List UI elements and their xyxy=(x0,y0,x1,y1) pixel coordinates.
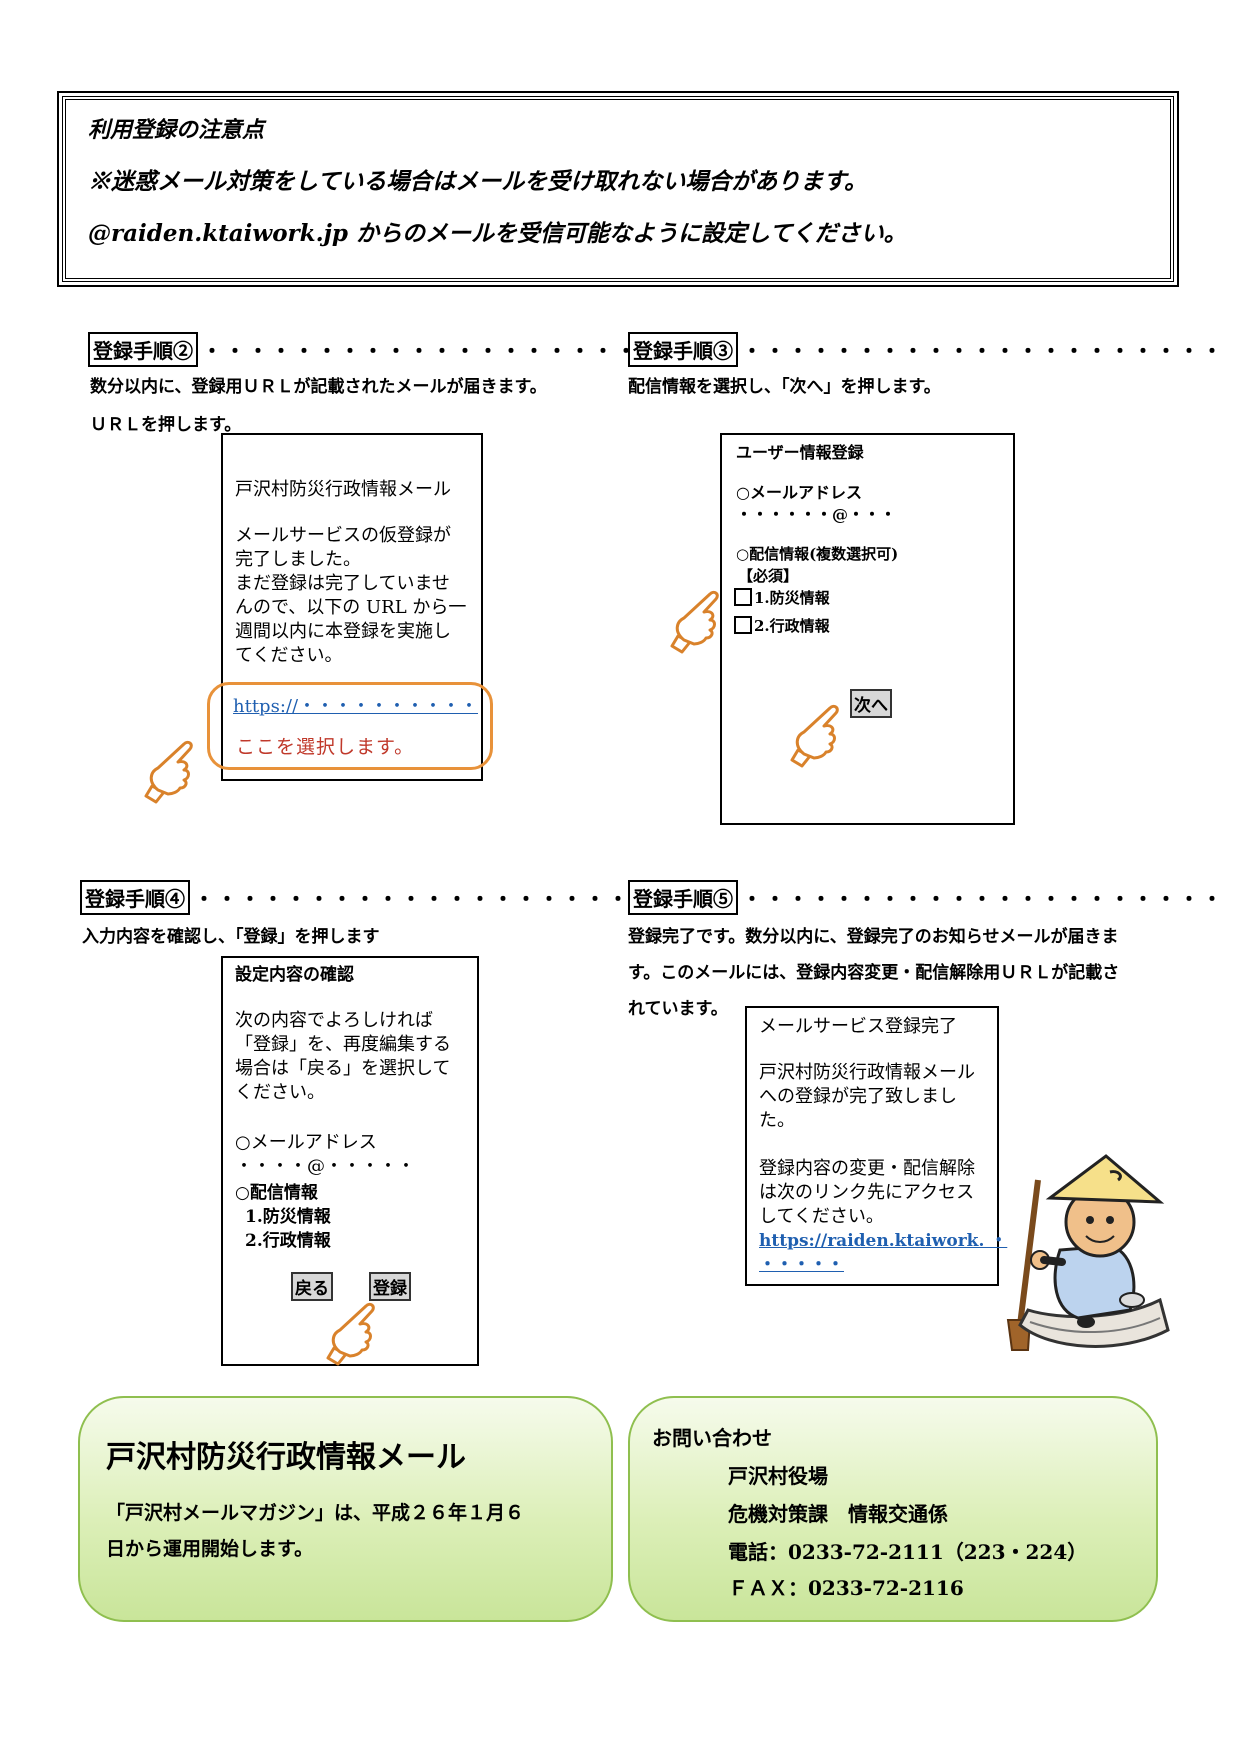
step2-phone-line: まだ登録は完了していませ xyxy=(235,573,450,594)
step2-phone-title: 戸沢村防災行政情報メール xyxy=(235,479,451,500)
step2-label: 登録手順② xyxy=(88,332,198,367)
option-admin[interactable]: 2.行政情報 xyxy=(734,615,830,636)
step4-phone-title: 設定内容の確認 xyxy=(235,965,354,985)
step4-phone-line: ください。 xyxy=(235,1082,325,1103)
step3-desc: 配信情報を選択し、「次へ」を押します。 xyxy=(628,377,941,397)
next-button[interactable]: 次へ xyxy=(850,689,892,718)
step5-link-1[interactable]: https://raiden.ktaiwork. ・ xyxy=(759,1231,1008,1251)
step3-required: 【必須】 xyxy=(738,567,799,585)
next-button-wrap: 次へ xyxy=(850,689,892,718)
pointing-hand-icon xyxy=(326,1302,375,1366)
step5-phone-line: への登録が完了致しまし xyxy=(759,1086,957,1107)
back-button[interactable]: 戻る xyxy=(291,1272,333,1301)
step4-email-label: ○メールアドレス xyxy=(235,1132,377,1153)
step4-item: 2.行政情報 xyxy=(245,1231,331,1251)
contact-tel: 電話：0233-72-2111（223・224） xyxy=(728,1540,1088,1564)
panel-left-line-1: 「戸沢村メールマガジン」は、平成２６年１月６ xyxy=(106,1502,525,1524)
step5-heading: 登録手順⑤・・・・・・・・・・・・・・・・・・・・・ xyxy=(628,880,1225,915)
step4-phone-line: 「登録」を、再度編集する xyxy=(235,1034,451,1055)
option-disaster[interactable]: 1.防災情報 xyxy=(734,587,830,608)
step2-callout-text: ここを選択します。 xyxy=(236,736,415,758)
step5-phone-line: は次のリンク先にアクセス xyxy=(759,1182,975,1203)
step5-phone-line: 登録内容の変更・配信解除 xyxy=(759,1158,975,1179)
pointing-hand-icon xyxy=(790,704,839,768)
step4-item: 1.防災情報 xyxy=(245,1207,331,1227)
checkbox-admin[interactable] xyxy=(734,616,752,634)
checkbox-disaster[interactable] xyxy=(734,588,752,606)
url-callout xyxy=(207,682,493,770)
step3-phone: ユーザー情報登録 ○メールアドレス ・・・・・・@・・・ ○配信情報(複数選択可… xyxy=(720,433,1015,825)
pointing-hand-icon xyxy=(670,590,719,654)
info-panel-left: 戸沢村防災行政情報メール 「戸沢村メールマガジン」は、平成２６年１月６ 日から運… xyxy=(78,1396,613,1622)
step2-phone-line: 週間以内に本登録を実施し xyxy=(235,621,451,642)
step5-label: 登録手順⑤ xyxy=(628,880,738,915)
step3-heading: 登録手順③・・・・・・・・・・・・・・・・・・・・・ xyxy=(628,332,1225,367)
step5-phone-line: た。 xyxy=(759,1110,795,1131)
step4-delivery-label: ○配信情報 xyxy=(235,1183,318,1203)
notice-line-2: @raiden.ktaiwork.jp からのメールを受信可能なように設定してく… xyxy=(88,220,907,247)
step4-phone-line: 場合は「戻る」を選択して xyxy=(235,1058,451,1079)
step4-heading: 登録手順④・・・・・・・・・・・・・・・・・・・・・・・ xyxy=(80,880,723,915)
notice-title: 利用登録の注意点 xyxy=(88,117,265,143)
panel-left-line-2: 日から運用開始します。 xyxy=(106,1538,314,1560)
info-panel-right: お問い合わせ 戸沢村役場 危機対策課 情報交通係 電話：0233-72-2111… xyxy=(628,1396,1158,1622)
step5-desc-1: 登録完了です。数分以内に、登録完了のお知らせメールが届きま xyxy=(628,927,1119,947)
step4-phone: 設定内容の確認 次の内容でよろしければ 「登録」を、再度編集する 場合は「戻る」… xyxy=(221,956,479,1366)
step5-desc-2: す。このメールには、登録内容変更・配信解除用ＵＲＬが記載さ xyxy=(628,963,1120,983)
option-disaster-label: 1.防災情報 xyxy=(754,589,830,607)
step4-desc: 入力内容を確認し、「登録」を押します xyxy=(82,927,380,947)
step2-url-link[interactable]: https://・・・・・・・・・・ xyxy=(233,696,479,717)
step4-phone-line: 次の内容でよろしければ xyxy=(235,1010,433,1031)
step3-delivery-label: ○配信情報(複数選択可) xyxy=(736,545,899,563)
pointing-hand-icon xyxy=(144,740,193,804)
notice-line-1: ※迷惑メール対策をしている場合はメールを受け取れない場合があります。 xyxy=(88,168,868,195)
step5-phone-line: してください。 xyxy=(759,1206,884,1227)
panel-left-title: 戸沢村防災行政情報メール xyxy=(106,1440,466,1475)
step5-phone-line: 戸沢村防災行政情報メール xyxy=(759,1062,975,1083)
step5-phone-title: メールサービス登録完了 xyxy=(759,1016,957,1037)
boatman-mascot-illustration xyxy=(1006,1154,1170,1351)
register-button-wrap: 登録 xyxy=(369,1272,411,1301)
step5-phone: メールサービス登録完了 戸沢村防災行政情報メール への登録が完了致しまし た。 … xyxy=(745,1006,1007,1286)
contact-org: 戸沢村役場 xyxy=(728,1464,828,1488)
step4-email-value: ・・・・@・・・・・ xyxy=(235,1156,415,1177)
step2-desc-2: ＵＲＬを押します。 xyxy=(90,415,242,435)
register-button[interactable]: 登録 xyxy=(369,1272,411,1301)
notice-box: 利用登録の注意点 ※迷惑メール対策をしている場合はメールを受け取れない場合があり… xyxy=(57,91,1179,287)
step4-label: 登録手順④ xyxy=(80,880,190,915)
step2-phone-line: 完了しました。 xyxy=(235,549,361,570)
step2-desc-1: 数分以内に、登録用ＵＲＬが記載されたメールが届きます。 xyxy=(90,377,547,397)
option-admin-label: 2.行政情報 xyxy=(754,617,830,635)
step2-phone-line: メールサービスの仮登録が xyxy=(235,525,451,546)
step2-phone-line: てください。 xyxy=(235,645,343,666)
step5-desc-3: れています。 xyxy=(628,999,728,1019)
step3-label: 登録手順③ xyxy=(628,332,738,367)
step3-email-label: ○メールアドレス xyxy=(736,483,862,502)
contact-dept: 危機対策課 情報交通係 xyxy=(728,1502,948,1526)
back-button-wrap: 戻る xyxy=(291,1272,333,1301)
step5-link-2[interactable]: ・・・・・ xyxy=(759,1255,844,1275)
contact-fax: ＦＡＸ：0233-72-2116 xyxy=(728,1576,964,1600)
contact-title: お問い合わせ xyxy=(652,1426,772,1450)
step2-phone-line: んので、以下の URL から一 xyxy=(235,597,467,618)
step3-email-value: ・・・・・・@・・・ xyxy=(736,505,897,524)
step3-phone-title: ユーザー情報登録 xyxy=(736,443,864,462)
step2-phone: 戸沢村防災行政情報メール メールサービスの仮登録が 完了しました。 まだ登録は完… xyxy=(221,433,483,781)
